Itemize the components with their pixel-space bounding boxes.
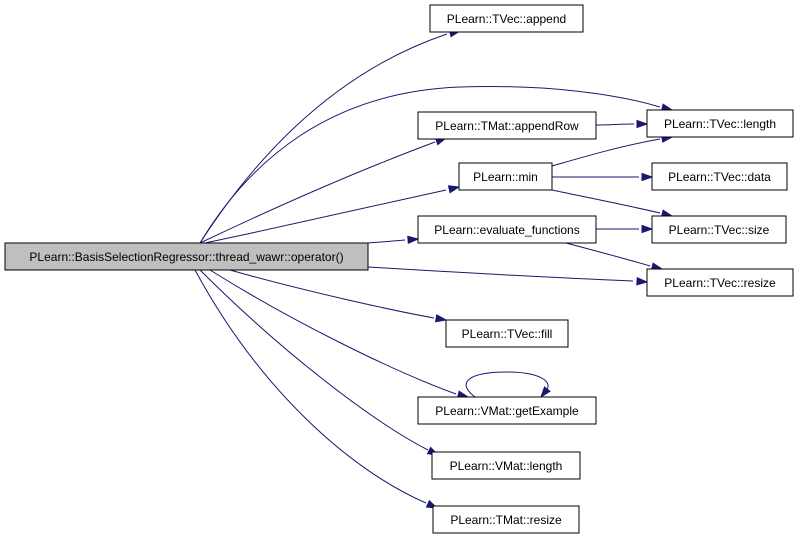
edge-min-to-tvec-length [551, 134, 674, 167]
node-label: PLearn::TVec::size [669, 223, 770, 237]
edge-line [204, 189, 447, 244]
edge-line [199, 33, 448, 244]
node-label: PLearn::TVec::fill [462, 327, 553, 341]
node-vmat-length[interactable]: PLearn::VMat::length [431, 451, 581, 480]
arrowhead-icon [636, 277, 649, 286]
node-tvec-size[interactable]: PLearn::TVec::size [651, 215, 787, 244]
edge-evaluate-functions-to-tvec-size [595, 224, 654, 234]
node-label: PLearn::TVec::length [664, 117, 776, 131]
edge-line [465, 371, 549, 398]
edge-line [199, 86, 661, 244]
edge-line [367, 266, 634, 282]
node-min[interactable]: PLearn::min [458, 162, 553, 191]
arrowhead-icon [434, 314, 448, 323]
call-edges [194, 29, 674, 509]
node-tvec-fill[interactable]: PLearn::TVec::fill [445, 319, 569, 348]
edge-line [229, 269, 435, 319]
node-evaluate-functions[interactable]: PLearn::evaluate_functions [417, 215, 597, 244]
node-label: PLearn::BasisSelectionRegressor::thread_… [29, 250, 343, 264]
node-label: PLearn::VMat::getExample [435, 404, 579, 418]
arrowhead-icon [641, 172, 654, 182]
node-label: PLearn::TVec::append [447, 12, 566, 26]
node-label: PLearn::TMat::resize [450, 513, 562, 527]
edge-root-to-evaluate-functions [367, 235, 420, 244]
edge-line [209, 269, 457, 395]
node-label: PLearn::min [473, 170, 538, 184]
node-tvec-data[interactable]: PLearn::TVec::data [651, 162, 788, 191]
edge-root-to-tmat-resize [194, 269, 439, 509]
node-tvec-length[interactable]: PLearn::TVec::length [646, 109, 794, 138]
edge-line [595, 123, 635, 126]
edge-min-to-tvec-size [551, 189, 674, 218]
edge-root-to-vmat-getexample [209, 269, 470, 399]
arrowhead-icon [641, 224, 654, 234]
arrowhead-icon [636, 119, 649, 129]
arrowhead-icon [540, 386, 551, 399]
node-root[interactable]: PLearn::BasisSelectionRegressor::thread_… [4, 242, 369, 271]
edge-line [199, 269, 429, 451]
edge-line [199, 141, 436, 244]
edge-root-to-tvec-fill [229, 269, 448, 323]
arrowhead-icon [407, 235, 420, 244]
node-label: PLearn::VMat::length [450, 459, 563, 473]
node-label: PLearn::TMat::appendRow [435, 119, 579, 133]
edge-tmat-appendrow-to-tvec-length [595, 119, 649, 129]
node-label: PLearn::evaluate_functions [434, 223, 579, 237]
node-label: PLearn::TVec::data [668, 170, 771, 184]
edge-line [194, 269, 427, 504]
edge-line [551, 138, 661, 167]
edge-root-to-vmat-length [199, 269, 440, 456]
node-tvec-append[interactable]: PLearn::TVec::append [429, 4, 584, 33]
node-tmat-appendrow[interactable]: PLearn::TMat::appendRow [417, 111, 597, 140]
edge-root-to-tvec-length [199, 86, 674, 244]
node-tmat-resize[interactable]: PLearn::TMat::resize [432, 505, 580, 534]
edge-root-to-min [204, 185, 461, 244]
edge-line [367, 239, 406, 244]
edge-root-to-tvec-resize [367, 266, 649, 286]
edge-min-to-tvec-data [551, 172, 654, 182]
arrowhead-icon [447, 185, 461, 194]
edge-vmat-getexample-to-vmat-getexample [465, 371, 551, 399]
node-tvec-resize[interactable]: PLearn::TVec::resize [646, 268, 794, 297]
edge-line [565, 242, 651, 267]
edge-evaluate-functions-to-tvec-resize [565, 242, 664, 271]
node-label: PLearn::TVec::resize [664, 276, 776, 290]
node-vmat-getexample[interactable]: PLearn::VMat::getExample [417, 396, 597, 425]
edge-line [551, 189, 661, 214]
